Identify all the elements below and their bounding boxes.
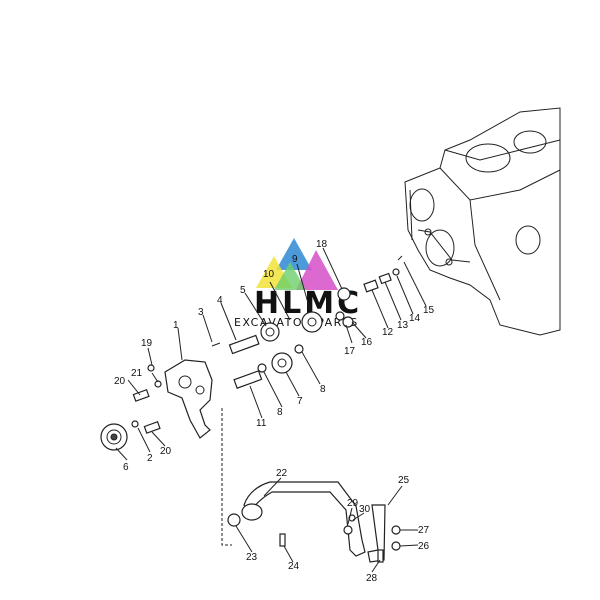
callout-4: 4 xyxy=(217,295,223,306)
callout-18: 18 xyxy=(316,239,328,250)
callout-8a: 8 xyxy=(277,407,283,418)
gear-7 xyxy=(271,352,293,374)
logo-triangle-blue xyxy=(276,238,312,270)
callout-26: 26 xyxy=(418,541,430,552)
callout-21: 21 xyxy=(131,368,143,379)
gear-5 xyxy=(260,322,280,342)
gear-6-sprocket xyxy=(100,423,128,451)
callout-7: 7 xyxy=(297,396,303,407)
callout-15: 15 xyxy=(423,305,435,316)
callout-3: 3 xyxy=(198,307,204,318)
callout-labels: 1 2 3 4 5 6 7 8 8 9 10 11 12 13 14 15 16… xyxy=(114,239,435,584)
callout-23: 23 xyxy=(246,552,258,563)
leader-lines xyxy=(115,247,427,573)
callout-11: 11 xyxy=(256,418,267,429)
callout-29: 29 xyxy=(347,498,359,509)
callout-1: 1 xyxy=(173,320,179,331)
callout-12: 12 xyxy=(382,327,394,338)
callout-8b: 8 xyxy=(320,384,326,395)
callout-6: 6 xyxy=(123,462,129,473)
callout-13: 13 xyxy=(397,320,409,331)
logo-triangle-green xyxy=(274,262,306,290)
callout-19: 19 xyxy=(141,338,153,349)
callout-27: 27 xyxy=(418,525,430,536)
callout-20a: 20 xyxy=(114,376,126,387)
callout-16: 16 xyxy=(361,337,373,348)
engine-block xyxy=(404,107,561,336)
callout-20b: 20 xyxy=(160,446,172,457)
suction-pipe xyxy=(221,408,401,563)
callout-17: 17 xyxy=(344,346,356,357)
callout-14: 14 xyxy=(409,313,421,324)
callout-30: 30 xyxy=(359,504,371,515)
callout-24: 24 xyxy=(288,561,300,572)
callout-28: 28 xyxy=(366,573,378,584)
callout-9: 9 xyxy=(292,254,298,265)
oil-pump-assembly xyxy=(100,255,403,451)
callout-5: 5 xyxy=(240,285,246,296)
callout-10: 10 xyxy=(263,269,275,280)
callout-22: 22 xyxy=(276,468,288,479)
logo-triangle-magenta xyxy=(296,250,338,290)
callout-25: 25 xyxy=(398,475,410,486)
callout-2: 2 xyxy=(147,453,153,464)
